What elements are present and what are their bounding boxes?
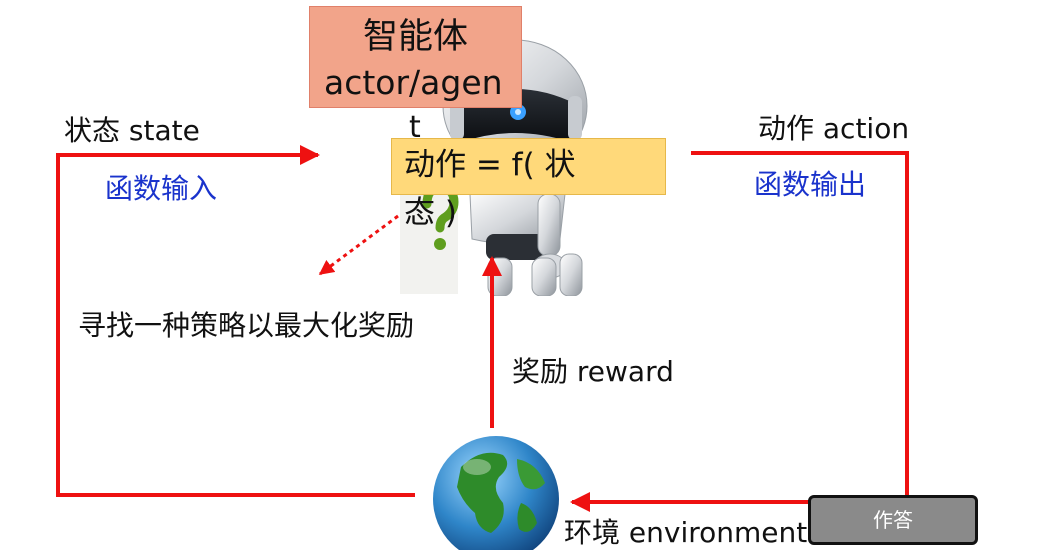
policy-pointer-arrow (318, 214, 399, 276)
formula-line1: 动作 = f( 状 (404, 147, 576, 183)
action-arrow (570, 151, 909, 512)
agent-title-line3: t (409, 110, 421, 145)
state-label: 状态 state (64, 114, 200, 147)
agent-title-line2: actor/agen (324, 63, 503, 102)
formula-box: 动作 = f( 状 态 ) (391, 138, 666, 231)
globe-icon (433, 436, 559, 550)
function-output-label: 函数输出 (754, 168, 867, 201)
function-input-label: 函数输入 (105, 172, 218, 205)
answer-button[interactable]: 作答 (808, 495, 978, 545)
policy-label: 寻找一种策略以最大化奖励 (78, 309, 415, 342)
formula-line2: 态 ) (404, 195, 457, 231)
state-arrow (56, 145, 415, 497)
action-label: 动作 action (758, 112, 910, 145)
environment-label: 环境 environment (564, 516, 808, 549)
agent-box: 智能体 actor/agen t (309, 6, 522, 145)
agent-title-line1: 智能体 (362, 17, 468, 57)
reward-label: 奖励 reward (512, 355, 674, 388)
